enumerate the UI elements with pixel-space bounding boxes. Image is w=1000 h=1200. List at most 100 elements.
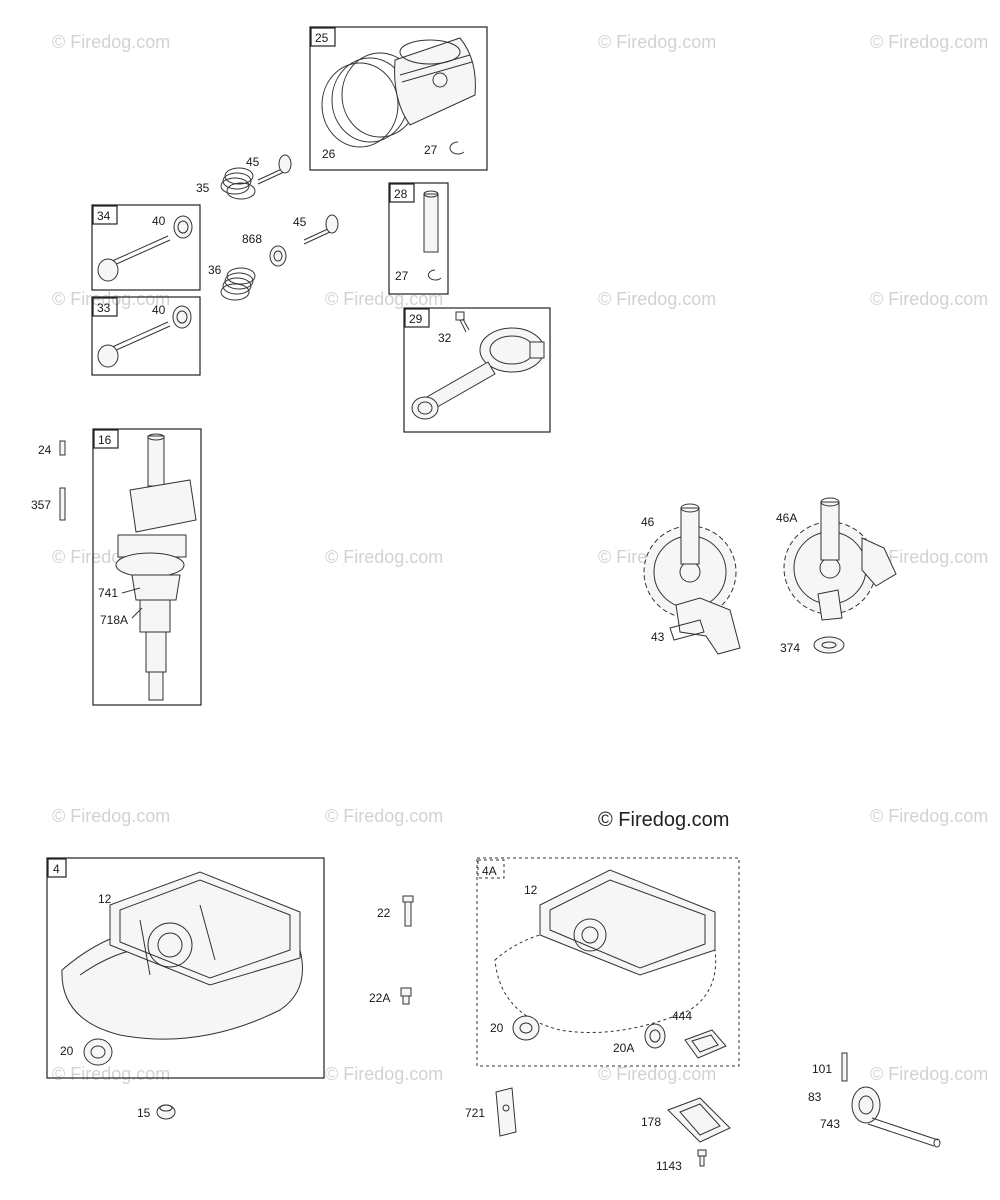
oil-seal-icon (644, 1023, 666, 1049)
camshaft-gear-icon (783, 497, 897, 621)
part-label: 35 (196, 181, 210, 195)
washer-icon (813, 636, 845, 654)
watermark: © Firedog.com (870, 1064, 988, 1084)
bracket-icon (495, 1087, 517, 1137)
watermark: © Firedog.com (870, 32, 988, 52)
cover-plate-icon (667, 1097, 731, 1143)
part-label: 15 (137, 1106, 151, 1120)
part-label: 444 (672, 1009, 692, 1023)
watermark: © Firedog.com (870, 806, 988, 826)
valve-spring-icon (220, 167, 256, 200)
copyright-text: © Firedog.com (598, 809, 729, 831)
valve-icon (97, 215, 193, 282)
screw-icon (697, 1149, 707, 1167)
valve-icon (97, 305, 192, 368)
gasket-icon (684, 1029, 727, 1059)
watermark: © Firedog.com (598, 1064, 716, 1084)
piston-assembly-group: 25 26 27 (309, 26, 488, 171)
pin-icon (59, 487, 66, 521)
watermark: © Firedog.com (598, 289, 716, 309)
valve-stem-icon (303, 214, 339, 245)
box-4a (476, 857, 740, 1067)
connecting-rod-group: 29 32 (403, 307, 551, 433)
piston-pin-icon (423, 190, 439, 253)
box-16 (92, 428, 202, 706)
part-label: 46 (641, 515, 655, 529)
valve-stem-icon (257, 154, 292, 185)
part-label: 24 (38, 443, 52, 457)
part-label: 32 (438, 331, 452, 345)
retainer-clip-icon (427, 269, 442, 281)
box-number: 28 (394, 187, 408, 201)
part-label: 45 (246, 155, 260, 169)
box-number: 29 (409, 312, 423, 326)
part-label: 20 (60, 1044, 74, 1058)
bolt-icon (400, 987, 412, 1005)
part-label: 26 (322, 147, 336, 161)
part-label: 721 (465, 1106, 485, 1120)
box-4 (46, 857, 325, 1079)
part-label: 868 (242, 232, 262, 246)
part-label: 27 (424, 143, 438, 157)
valve-seal-icon (269, 245, 287, 267)
watermark: © Firedog.com (52, 806, 170, 826)
camshaft-gear-icon (643, 503, 741, 655)
part-label: 46A (776, 511, 797, 525)
watermark: © Firedog.com (325, 806, 443, 826)
watermark: © Firedog.com (52, 1064, 170, 1084)
watermark: © Firedog.com (52, 32, 170, 52)
watermark: © Firedog.com (325, 1064, 443, 1084)
connecting-rod-icon (411, 327, 545, 420)
misc-parts-group: 721 178 1143 101 83 743 (465, 1052, 941, 1173)
part-label: 36 (208, 263, 222, 277)
part-label: 45 (293, 215, 307, 229)
retainer-clip-icon (449, 141, 465, 155)
part-label: 20A (613, 1041, 634, 1055)
camshaft-group: 46 43 46A 374 (641, 497, 897, 655)
oil-seal-icon (512, 1015, 540, 1041)
crankshaft-icon (115, 433, 197, 701)
part-label: 357 (31, 498, 51, 512)
governor-shaft-icon (851, 1086, 941, 1148)
pin-icon (841, 1052, 848, 1082)
box-28 (388, 182, 449, 295)
sump-alt-group: 4A 12 20 20A 444 (476, 857, 740, 1067)
watermark: © Firedog.com (870, 547, 988, 567)
part-label: 374 (780, 641, 800, 655)
part-label: 22A (369, 991, 390, 1005)
watermark: © Firedog.com (598, 32, 716, 52)
part-label: 718A (100, 613, 128, 627)
part-label: 743 (820, 1117, 840, 1131)
box-number: 4 (53, 862, 60, 876)
watermark: © Firedog.com (52, 289, 170, 309)
part-label: 1143 (656, 1159, 682, 1173)
crankshaft-group: 24 357 16 741 718A (31, 428, 202, 706)
box-number: 25 (315, 31, 329, 45)
part-label: 101 (812, 1062, 832, 1076)
part-label: 40 (152, 214, 166, 228)
piston-icon (321, 37, 476, 148)
part-label: 12 (524, 883, 538, 897)
part-label: 40 (152, 303, 166, 317)
box-25 (309, 26, 488, 171)
bolt-icon (402, 895, 414, 927)
watermark: © Firedog.com (325, 547, 443, 567)
part-label: 22 (377, 906, 391, 920)
compression-release-icon (669, 619, 705, 641)
sump-icon (61, 871, 303, 1040)
watermark: © Firedog.com (325, 289, 443, 309)
sump-group: 4 12 20 15 (46, 857, 325, 1120)
part-label: 741 (98, 586, 118, 600)
oil-seal-icon (83, 1038, 113, 1066)
part-label: 43 (651, 630, 665, 644)
part-label: 83 (808, 1090, 822, 1104)
box-number: 34 (97, 209, 111, 223)
part-label: 27 (395, 269, 409, 283)
valve-train-group: 45 35 28 27 34 40 (91, 154, 449, 376)
box-34 (91, 204, 201, 291)
part-label: 20 (490, 1021, 504, 1035)
box-33 (91, 296, 201, 376)
bolts-group: 22 22A (369, 895, 414, 1005)
part-label: 178 (641, 1115, 661, 1129)
